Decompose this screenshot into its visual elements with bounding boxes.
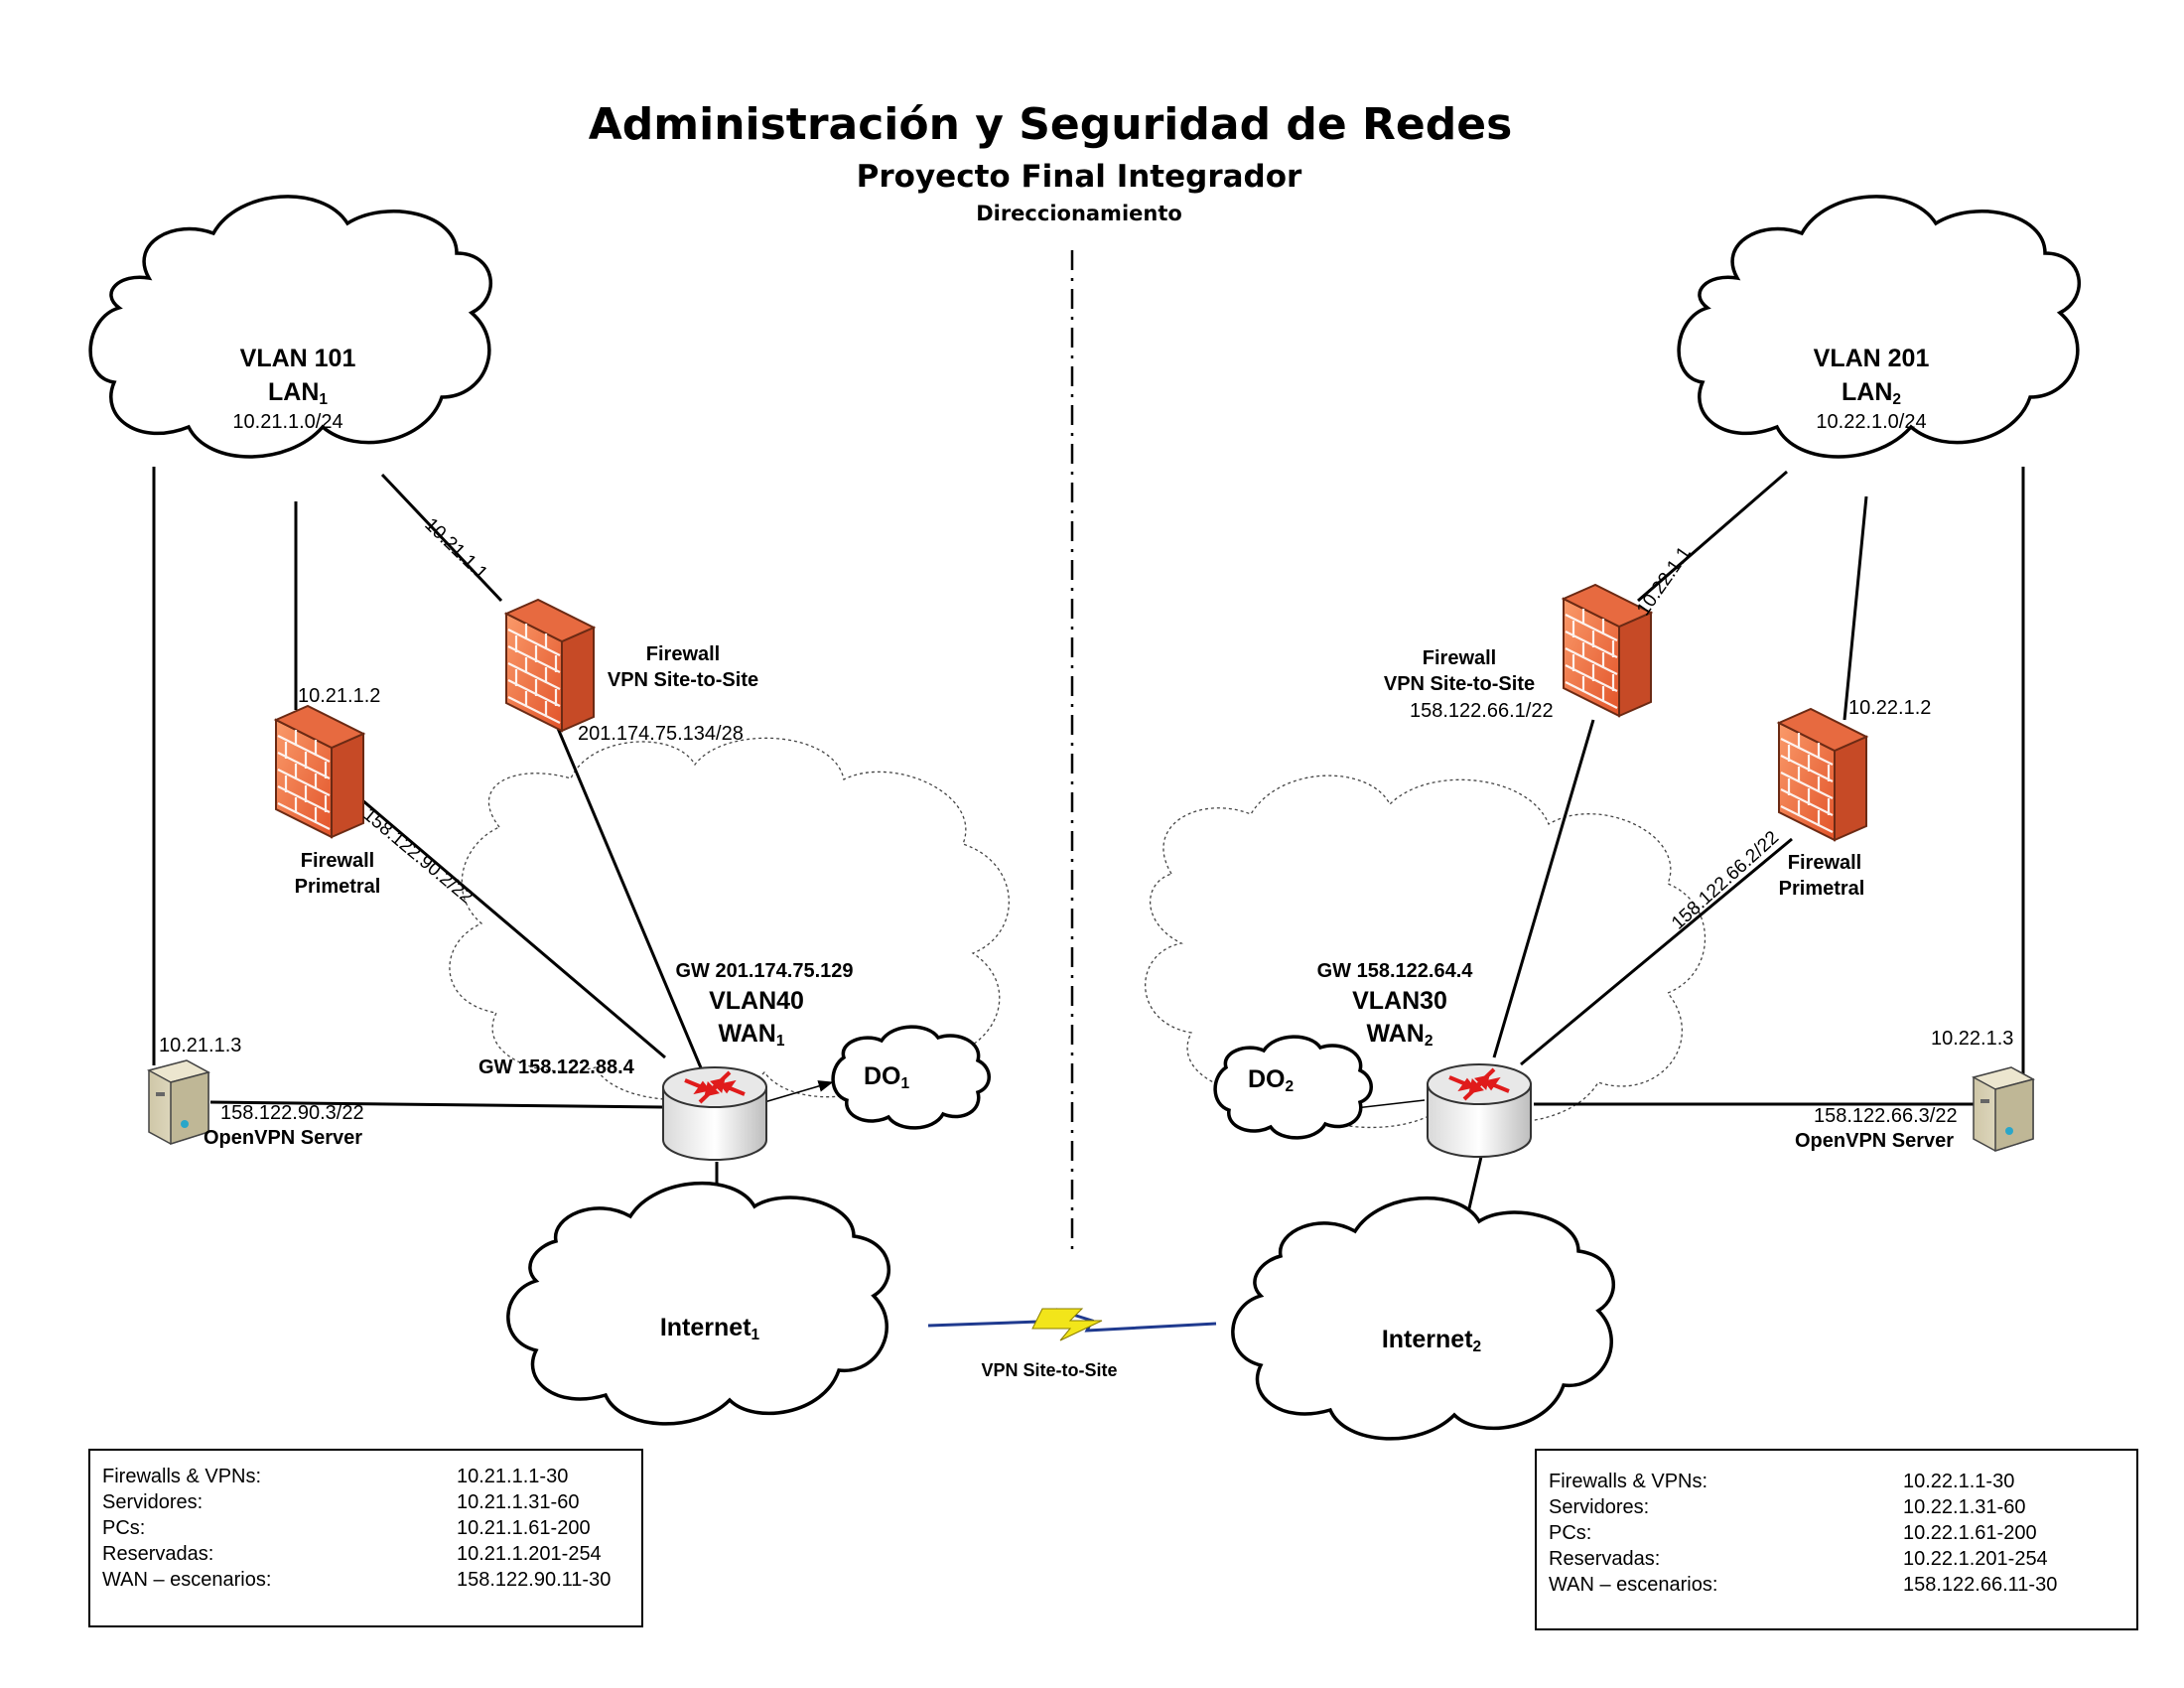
wan2-zone bbox=[1145, 774, 1706, 1129]
lan2-network-label: 10.22.1.0/24 bbox=[1816, 411, 1927, 433]
do1-label: DO1 bbox=[863, 1062, 910, 1092]
firewall-vpn1-icon bbox=[504, 598, 596, 733]
lan2-name-label: LAN2 bbox=[1841, 378, 1902, 408]
table-row: WAN – escenarios:158.122.90.11-30 bbox=[102, 1569, 612, 1591]
router1-gw2: GW 158.122.88.4 bbox=[478, 1056, 634, 1078]
fwvpn1-label-1: Firewall bbox=[645, 643, 721, 665]
openvpn1-lan-ip: 10.21.1.3 bbox=[159, 1035, 242, 1056]
wan1-zone bbox=[449, 737, 1010, 1101]
router1-vlan: VLAN40 bbox=[709, 987, 804, 1015]
openvpn1-label: OpenVPN Server bbox=[204, 1127, 363, 1149]
site2-address-table: Firewalls & VPNs:10.22.1.1-30 Servidores… bbox=[1535, 1449, 2138, 1630]
page-title: Administración y Seguridad de Redes bbox=[588, 99, 1513, 150]
do2-cloud bbox=[1213, 1035, 1373, 1140]
lan1-vlan-label: VLAN 101 bbox=[239, 345, 356, 372]
fwper1-lan-ip: 10.21.1.2 bbox=[298, 685, 381, 707]
link-fwvpn2-router2 bbox=[1492, 719, 1595, 1058]
fwper2-lan-ip: 10.22.1.2 bbox=[1848, 697, 1932, 719]
openvpn2-wan-ip: 158.122.66.3/22 bbox=[1814, 1105, 1958, 1127]
router2-icon bbox=[1427, 1063, 1532, 1158]
fwvpn2-wan-ip: 158.122.66.1/22 bbox=[1410, 700, 1554, 722]
table-row: Firewalls & VPNs:10.22.1.1-30 bbox=[1549, 1471, 2015, 1492]
fwvpn1-label-2: VPN Site-to-Site bbox=[607, 669, 759, 691]
arrow-router1-do1 bbox=[763, 1080, 834, 1103]
table-row: PCs:10.22.1.61-200 bbox=[1549, 1522, 2037, 1544]
vpn-link-label: VPN Site-to-Site bbox=[981, 1360, 1118, 1380]
lan1-name-label: LAN1 bbox=[267, 378, 329, 408]
internet1-label: Internet1 bbox=[659, 1314, 760, 1343]
link-fwper1-router1 bbox=[354, 792, 666, 1059]
table-row: WAN – escenarios:158.122.66.11-30 bbox=[1549, 1574, 2058, 1596]
openvpn2-label: OpenVPN Server bbox=[1795, 1130, 1955, 1152]
site1-address-table: Firewalls & VPNs:10.21.1.1-30 Servidores… bbox=[88, 1449, 643, 1627]
table-row: Reservadas:10.22.1.201-254 bbox=[1549, 1548, 2048, 1570]
openvpn2-lan-ip: 10.22.1.3 bbox=[1931, 1028, 2014, 1050]
fwper2-label-1: Firewall bbox=[1787, 852, 1862, 874]
link-fwvpn1-router1 bbox=[544, 699, 707, 1078]
fwper2-label-2: Primetral bbox=[1778, 878, 1865, 900]
table-row: PCs:10.21.1.61-200 bbox=[102, 1517, 591, 1539]
router1-icon bbox=[662, 1066, 767, 1161]
vpn-lightning-icon bbox=[927, 1308, 1217, 1341]
table-row: Servidores:10.22.1.31-60 bbox=[1549, 1496, 2026, 1518]
do2-label: DO2 bbox=[1247, 1065, 1295, 1095]
link-lan1-fwvpn1 bbox=[380, 473, 503, 603]
internet2-cloud bbox=[1231, 1196, 1615, 1441]
fwper1-label-1: Firewall bbox=[300, 850, 375, 872]
fwvpn2-label-2: VPN Site-to-Site bbox=[1383, 673, 1536, 695]
link-openvpn1-router1 bbox=[209, 1100, 664, 1109]
link-lan2-fwvpn2 bbox=[1637, 470, 1788, 603]
internet1-cloud bbox=[506, 1181, 890, 1426]
firewall-perimeter1-icon bbox=[274, 704, 365, 839]
section-title: Direccionamiento bbox=[976, 202, 1182, 225]
router1-gw1: GW 201.174.75.129 bbox=[675, 960, 854, 982]
firewall-perimeter2-icon bbox=[1777, 707, 1868, 842]
fwvpn1-wan-ip: 201.174.75.134/28 bbox=[578, 723, 744, 745]
link-lan2-fwper2 bbox=[1843, 495, 1868, 721]
router2-gw1: GW 158.122.64.4 bbox=[1316, 960, 1473, 982]
page-subtitle: Proyecto Final Integrador bbox=[856, 159, 1302, 195]
do1-cloud bbox=[831, 1025, 991, 1130]
table-row: Reservadas:10.21.1.201-254 bbox=[102, 1543, 602, 1565]
fwvpn2-label-1: Firewall bbox=[1422, 647, 1497, 669]
openvpn-server2-icon bbox=[1971, 1066, 2036, 1153]
lan2-vlan-label: VLAN 201 bbox=[1813, 345, 1930, 372]
lan1-cloud bbox=[88, 195, 492, 459]
table-row: Firewalls & VPNs:10.21.1.1-30 bbox=[102, 1466, 569, 1487]
internet2-label: Internet2 bbox=[1381, 1326, 1482, 1355]
router1-wan: WAN1 bbox=[718, 1020, 785, 1050]
router2-wan: WAN2 bbox=[1366, 1020, 1433, 1050]
openvpn1-wan-ip: 158.122.90.3/22 bbox=[220, 1102, 364, 1124]
fwper1-label-2: Primetral bbox=[294, 876, 381, 898]
table-row: Servidores:10.21.1.31-60 bbox=[102, 1491, 580, 1513]
openvpn-server1-icon bbox=[146, 1059, 211, 1146]
lan1-network-label: 10.21.1.0/24 bbox=[232, 411, 343, 433]
link-fwper2-router2 bbox=[1520, 837, 1793, 1066]
lan2-cloud bbox=[1677, 195, 2081, 459]
router2-vlan: VLAN30 bbox=[1352, 987, 1447, 1015]
